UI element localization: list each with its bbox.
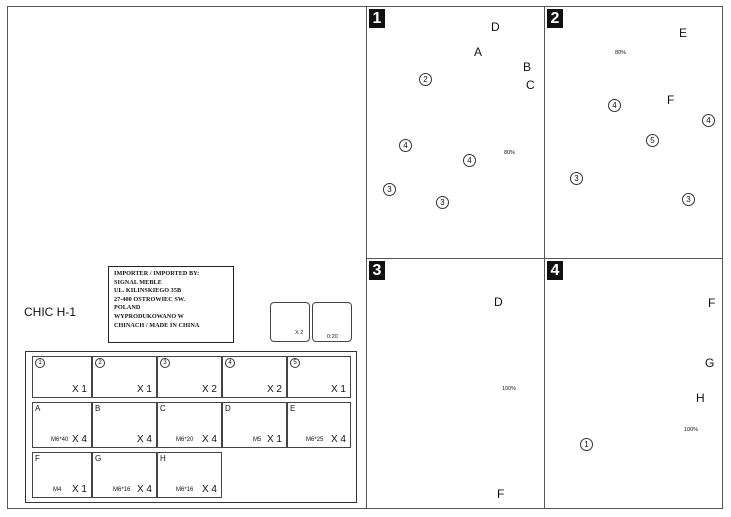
part-id: C <box>160 404 166 413</box>
label-h: H <box>696 391 705 405</box>
assembly-time: 0:20 <box>327 334 338 340</box>
part-cell: 1 X 1 <box>32 356 92 398</box>
part-qty: X 1 <box>266 434 282 445</box>
step-number: 2 <box>547 9 563 28</box>
time-info: 0:20 <box>312 302 352 342</box>
part-qty: X 1 <box>330 384 346 395</box>
rotation-label: 80% <box>504 150 516 156</box>
rotation-label: 100% <box>684 427 699 433</box>
importer-label: IMPORTER / IMPORTED BY: SIGNAL MEBLE UL.… <box>108 266 234 343</box>
part-cell: A M6*40 X 4 <box>32 402 92 448</box>
parts-table: 1 X 1 2 X 1 3 X 2 4 X 2 5 X 1 A <box>25 351 357 503</box>
part-cell: C M6*20 X 4 <box>157 402 222 448</box>
divider-steps-h <box>366 258 723 259</box>
divider-main <box>366 6 367 509</box>
importer-line: CHINACH / MADE IN CHINA <box>114 321 200 329</box>
label-d: D <box>491 20 500 34</box>
part-qty: X 4 <box>201 484 217 495</box>
manual-frame <box>7 6 723 509</box>
part-spec: M5 <box>253 437 262 443</box>
persons-info: X 2 <box>270 302 310 342</box>
part-cell: D M5 X 1 <box>222 402 287 448</box>
label-f: F <box>497 487 505 501</box>
part-id: 5 <box>290 358 300 368</box>
importer-line: POLAND <box>114 304 141 312</box>
part-id: B <box>95 404 101 413</box>
label-a: A <box>474 45 483 59</box>
part-callout: 3 <box>682 193 695 206</box>
rotation-label: 100% <box>502 386 517 392</box>
part-callout: 1 <box>580 438 593 451</box>
part-id: 4 <box>225 358 235 368</box>
part-id: H <box>160 454 166 463</box>
rotation-label: 80% <box>615 50 627 56</box>
part-qty: X 4 <box>136 484 152 495</box>
label-b: B <box>523 60 532 74</box>
importer-line: WYPRODUKOWANO W <box>114 312 184 320</box>
model-name: CHIC H-1 <box>24 305 77 319</box>
importer-line: 27-400 OSTROWIEC SW. <box>114 295 186 303</box>
step-number: 4 <box>547 261 563 280</box>
part-qty: X 4 <box>201 434 217 445</box>
part-id: G <box>95 454 102 463</box>
part-spec: M6*40 <box>51 437 69 443</box>
part-id: 2 <box>95 358 105 368</box>
label-e: E <box>679 26 688 40</box>
part-spec: M6*25 <box>306 437 324 443</box>
label-d: D <box>494 295 503 309</box>
part-qty: X 2 <box>266 384 282 395</box>
part-qty: X 4 <box>136 434 152 445</box>
label-g: G <box>705 356 715 370</box>
importer-line: IMPORTER / IMPORTED BY: <box>114 270 200 277</box>
part-qty: X 4 <box>330 434 346 445</box>
divider-steps <box>544 6 545 509</box>
part-callout: 4 <box>702 114 715 127</box>
part-callout: 3 <box>436 196 449 209</box>
part-callout: 2 <box>419 73 432 86</box>
part-id: E <box>290 404 296 413</box>
part-callout: 5 <box>646 134 659 147</box>
part-qty: X 1 <box>71 384 87 395</box>
part-callout: 3 <box>383 183 396 196</box>
part-spec: M6*16 <box>113 487 131 493</box>
part-cell: G M6*16 X 4 <box>92 452 157 498</box>
part-callout: 4 <box>399 139 412 152</box>
label-f: F <box>708 296 716 310</box>
part-qty: X 2 <box>201 384 217 395</box>
part-qty: X 1 <box>136 384 152 395</box>
part-cell: B X 4 <box>92 402 157 448</box>
part-cell: 3 X 2 <box>157 356 222 398</box>
part-cell: 4 X 2 <box>222 356 287 398</box>
importer-line: SIGNAL MEBLE <box>114 278 162 286</box>
part-qty: X 1 <box>71 484 87 495</box>
part-id: 3 <box>160 358 170 368</box>
part-callout: 4 <box>463 154 476 167</box>
part-qty: X 4 <box>71 434 87 445</box>
part-cell: F M4 X 1 <box>32 452 92 498</box>
part-cell: 2 X 1 <box>92 356 157 398</box>
part-cell: E M6*25 X 4 <box>287 402 351 448</box>
part-id: F <box>35 454 40 463</box>
importer-line: UL. KILINSKIEGO 35B <box>114 287 182 295</box>
part-spec: M4 <box>53 487 62 493</box>
part-cell: H M6*16 X 4 <box>157 452 222 498</box>
step-number: 3 <box>369 261 385 280</box>
part-id: D <box>225 404 231 413</box>
part-callout: 4 <box>608 99 621 112</box>
part-callout: 3 <box>570 172 583 185</box>
label-c: C <box>526 78 535 92</box>
part-id: A <box>35 404 41 413</box>
part-cell: 5 X 1 <box>287 356 351 398</box>
part-id: 1 <box>35 358 45 368</box>
part-spec: M6*20 <box>176 437 194 443</box>
part-spec: M6*16 <box>176 487 194 493</box>
persons-count: X 2 <box>295 330 304 336</box>
label-f: F <box>667 93 675 107</box>
step-number: 1 <box>369 9 385 28</box>
